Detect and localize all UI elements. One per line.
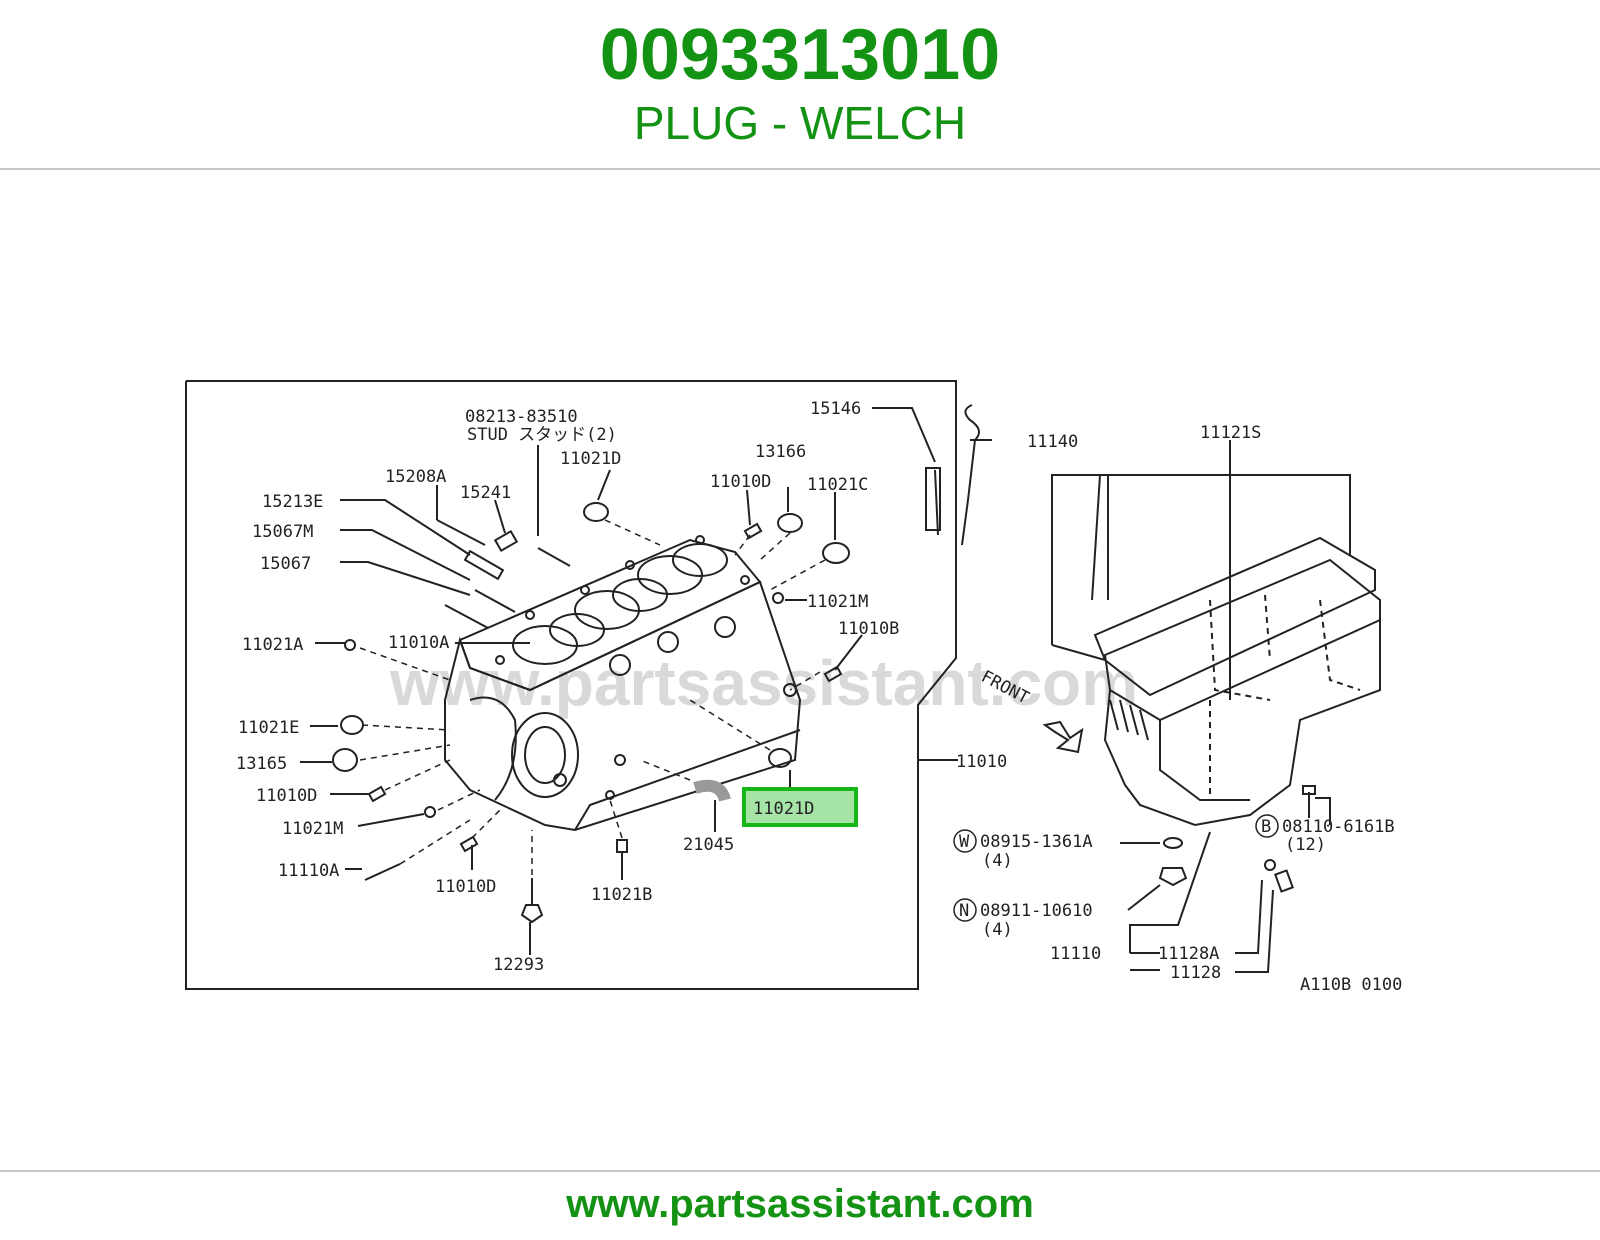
label-08110-qty: (12) — [1285, 835, 1326, 855]
part-labels: 15146 11140 11121S 08213-83510 STUD スタッド… — [236, 399, 1402, 995]
label-08213-83510[interactable]: 08213-83510 — [465, 407, 578, 427]
label-08915-qty: (4) — [982, 851, 1013, 871]
badge-n-text: N — [959, 901, 969, 921]
label-11010[interactable]: 11010 — [956, 752, 1007, 772]
label-11021D-highlighted[interactable]: 11021D — [753, 799, 814, 819]
label-15067M[interactable]: 15067M — [252, 522, 313, 542]
badges — [953, 814, 1279, 922]
block-small-parts — [332, 404, 980, 924]
diagram-watermark: www.partsassistant.com — [389, 647, 1138, 719]
bolt-badge — [1255, 814, 1279, 838]
header-divider — [0, 168, 1600, 170]
label-12293[interactable]: 12293 — [493, 955, 544, 975]
assembly-lines — [359, 519, 826, 875]
label-15146[interactable]: 15146 — [810, 399, 861, 419]
label-11021D-top[interactable]: 11021D — [560, 449, 621, 469]
badge-b-text: B — [1261, 817, 1271, 837]
label-11021A[interactable]: 11021A — [242, 635, 303, 655]
label-11010A[interactable]: 11010A — [388, 633, 449, 653]
label-11010B[interactable]: 11010B — [838, 619, 899, 639]
label-11110[interactable]: 11110 — [1050, 944, 1101, 964]
leader-lines — [300, 407, 992, 955]
stud-note: STUD スタッド(2) — [467, 425, 617, 445]
header: 0093313010 PLUG - WELCH — [0, 0, 1600, 168]
washer-badge — [953, 829, 977, 853]
label-15241[interactable]: 15241 — [460, 483, 511, 503]
label-11010D-top[interactable]: 11010D — [710, 472, 771, 492]
label-08915-1361A[interactable]: 08915-1361A — [980, 832, 1093, 852]
label-11110A[interactable]: 11110A — [278, 861, 339, 881]
label-11128A[interactable]: 11128A — [1158, 944, 1219, 964]
label-11140[interactable]: 11140 — [1027, 432, 1078, 452]
label-15213E[interactable]: 15213E — [262, 492, 323, 512]
label-11021M-right[interactable]: 11021M — [807, 592, 868, 612]
footer-divider — [0, 1170, 1600, 1172]
footer-url[interactable]: www.partsassistant.com — [566, 1182, 1034, 1226]
label-15208A[interactable]: 15208A — [385, 467, 446, 487]
label-11021E[interactable]: 11021E — [238, 718, 299, 738]
label-15067[interactable]: 15067 — [260, 554, 311, 574]
oil-pan-leaders — [1051, 440, 1351, 973]
label-13166[interactable]: 13166 — [755, 442, 806, 462]
label-21045[interactable]: 21045 — [683, 835, 734, 855]
label-11128[interactable]: 11128 — [1170, 963, 1221, 983]
part-number: 0093313010 — [599, 15, 1001, 95]
nut-badge — [953, 898, 977, 922]
figure-code: A110B 0100 — [1300, 975, 1402, 995]
label-11121S[interactable]: 11121S — [1200, 423, 1261, 443]
label-11021C[interactable]: 11021C — [807, 475, 868, 495]
label-11021M-left[interactable]: 11021M — [282, 819, 343, 839]
label-08911-10610[interactable]: 08911-10610 — [980, 901, 1093, 921]
label-11010D-left[interactable]: 11010D — [256, 786, 317, 806]
label-11010D-bottom[interactable]: 11010D — [435, 877, 496, 897]
highlight-box[interactable] — [742, 787, 858, 827]
cylinder-block-drawing — [444, 535, 802, 832]
label-13165[interactable]: 13165 — [236, 754, 287, 774]
block-frame — [185, 380, 957, 990]
label-08911-qty: (4) — [982, 920, 1013, 940]
label-08110-6161B[interactable]: 08110-6161B — [1282, 817, 1395, 837]
label-11021B[interactable]: 11021B — [591, 885, 652, 905]
badge-w-text: W — [959, 832, 970, 852]
part-description: PLUG - WELCH — [633, 97, 967, 149]
